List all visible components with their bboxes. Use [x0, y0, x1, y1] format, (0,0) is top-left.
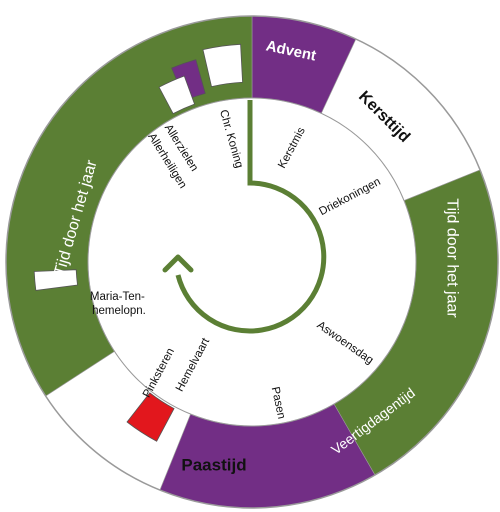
- feast-label-driekoningen: Driekoningen: [317, 176, 382, 218]
- feast-marker-maria-ten-hemelopneming: [33, 269, 78, 291]
- feast-markers: [33, 43, 244, 442]
- feast-marker-christus-koning: [202, 43, 244, 88]
- feast-marker-pinksteren: [126, 392, 175, 442]
- feast-label-maria-line-2: hemelopn.: [92, 305, 146, 317]
- year-cycle-arrow: [162, 100, 327, 334]
- season-segment-kersttijd: [320, 38, 481, 201]
- feast-label-pasen: Pasen: [269, 386, 288, 420]
- season-label-paastijd: Paastijd: [181, 456, 246, 475]
- feast-label-christus-koning: Chr. Koning: [217, 108, 245, 169]
- feast-labels: Kerstmis Driekoningen Aswoensdag Pasen H…: [90, 108, 383, 420]
- inner-circle-outline: [87, 97, 417, 427]
- outer-ring-outline: [5, 15, 499, 509]
- feast-marker-allerheiligen: [158, 75, 196, 115]
- feast-label-kerstmis: Kerstmis: [276, 125, 308, 170]
- feast-label-maria-ten-hemelopneming: Maria-Ten- hemelopn.: [90, 291, 148, 317]
- feast-label-aswoensdag: Aswoensdag: [315, 319, 376, 367]
- seasons-ring: [5, 15, 499, 509]
- season-label-tijd-door-het-jaar-1: Tijd door het jaar: [444, 198, 461, 318]
- feast-label-maria-line-1: Maria-Ten-: [90, 291, 145, 303]
- cycle-arrow-head: [162, 254, 194, 273]
- cycle-arrow-shaft: [175, 100, 327, 334]
- feast-label-pinksteren: Pinksteren: [141, 346, 177, 400]
- feast-label-hemelvaart: Hemelvaart: [174, 336, 213, 394]
